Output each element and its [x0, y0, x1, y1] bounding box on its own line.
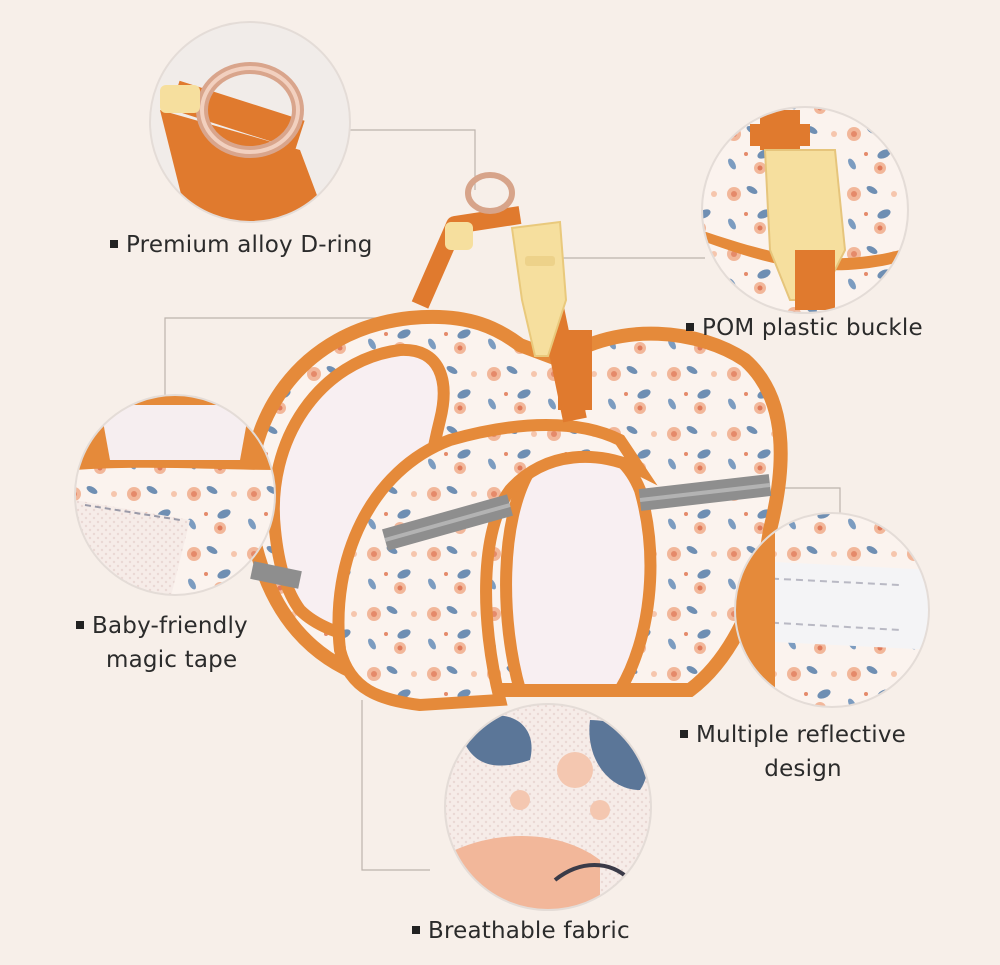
bullet-icon — [412, 925, 420, 934]
harness-straps — [411, 172, 592, 423]
callout-d-ring: Premium alloy D-ring — [110, 228, 373, 262]
buckle-closeup-circle — [701, 106, 909, 314]
bullet-icon — [76, 620, 84, 629]
callout-buckle: POM plastic buckle — [686, 311, 923, 345]
bullet-icon — [686, 322, 694, 331]
callout-magic-tape: Baby-friendly magic tape — [76, 609, 248, 677]
harness-body — [241, 309, 788, 712]
d-ring-closeup-circle — [149, 21, 351, 223]
reflective-closeup-circle — [734, 512, 930, 708]
bullet-icon — [110, 239, 118, 248]
bullet-icon — [680, 729, 688, 738]
callout-reflective: Multiple reflective design — [680, 718, 906, 786]
magic-tape-closeup-circle — [74, 394, 276, 596]
callout-fabric: Breathable fabric — [412, 914, 630, 948]
fabric-closeup-circle — [444, 703, 652, 911]
